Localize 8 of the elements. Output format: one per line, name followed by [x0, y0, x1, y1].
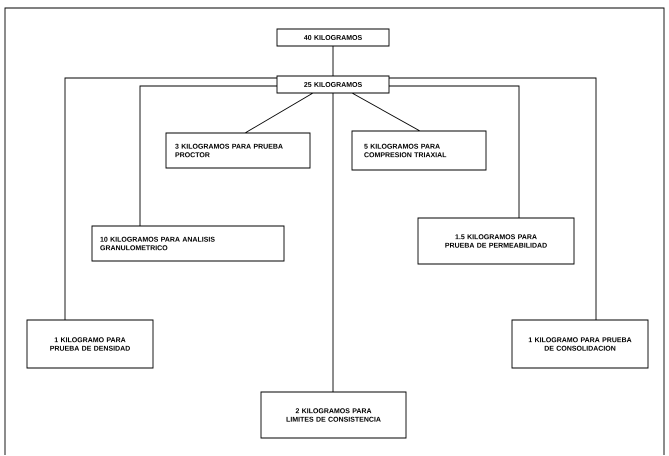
connector-line — [352, 92, 420, 132]
connector-line — [244, 92, 314, 134]
connector-line — [388, 78, 596, 320]
connector-line — [388, 86, 520, 218]
connector-line — [332, 46, 334, 76]
connector-line — [140, 86, 278, 226]
connector-line — [64, 78, 278, 320]
connector-line — [332, 92, 334, 392]
